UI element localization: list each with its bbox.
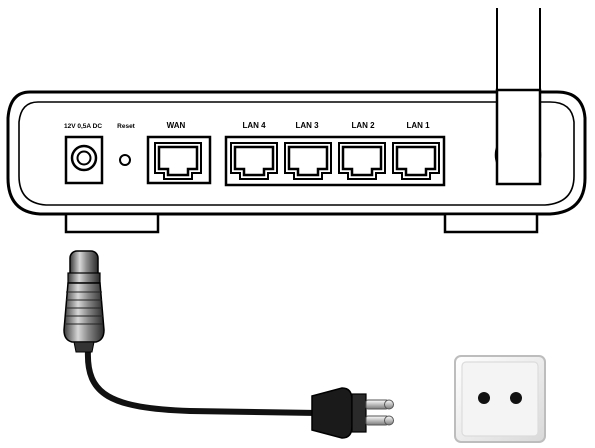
lan4-label: LAN 4 <box>242 121 266 130</box>
wan-label: WAN <box>167 121 186 130</box>
dc-power-jack-icon <box>64 135 104 185</box>
wall-outlet-icon <box>454 355 546 443</box>
power-port-label: 12V 0,5A DC <box>64 123 102 130</box>
ac-adapter-plug-icon <box>311 387 394 439</box>
dc-barrel-connector-icon <box>63 250 105 353</box>
lan-port-block <box>224 135 446 187</box>
antenna-base <box>494 88 542 186</box>
lan3-label: LAN 3 <box>295 121 319 130</box>
lan3-port-icon <box>283 141 333 181</box>
lan4-port-icon <box>229 141 279 181</box>
wan-port <box>146 135 212 185</box>
antenna-icon <box>496 8 541 92</box>
lan1-port-icon <box>391 141 441 181</box>
lan2-port-icon <box>337 141 387 181</box>
rj45-port-icon <box>153 141 203 181</box>
outlet-socket-hole <box>478 392 490 404</box>
lan1-label: LAN 1 <box>406 121 430 130</box>
outlet-socket-hole <box>510 392 522 404</box>
reset-label: Reset <box>117 123 136 130</box>
router-foot-right <box>443 212 539 234</box>
router-foot-left <box>64 212 160 234</box>
lan2-label: LAN 2 <box>351 121 375 130</box>
power-cable <box>84 347 321 416</box>
reset-hole-icon <box>119 154 131 166</box>
